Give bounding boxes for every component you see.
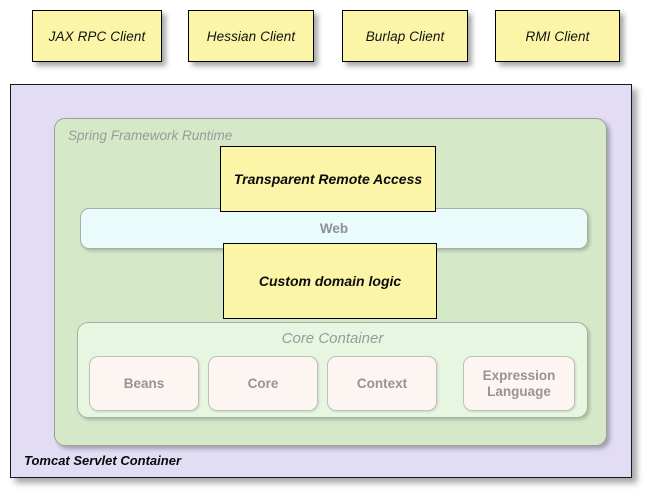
- client-box-burlap[interactable]: Burlap Client: [342, 10, 468, 62]
- transparent-remote-access-box[interactable]: Transparent Remote Access: [220, 146, 436, 212]
- client-box-jax-rpc[interactable]: JAX RPC Client: [32, 10, 162, 62]
- client-box-label: RMI Client: [525, 28, 590, 44]
- core-module-label: Core: [247, 375, 279, 391]
- client-box-rmi[interactable]: RMI Client: [495, 10, 620, 62]
- core-module-core[interactable]: Core: [208, 356, 318, 411]
- core-container-label: Core Container: [281, 330, 384, 347]
- client-box-label: Burlap Client: [365, 28, 445, 44]
- core-container: Core Container Beans Core Context Expres…: [77, 322, 588, 418]
- core-module-beans[interactable]: Beans: [89, 356, 199, 411]
- core-module-expression-language[interactable]: Expression Language: [463, 356, 575, 411]
- custom-domain-logic-box[interactable]: Custom domain logic: [223, 243, 437, 319]
- tomcat-servlet-container-label: Tomcat Servlet Container: [24, 453, 182, 468]
- client-box-label: Hessian Client: [206, 28, 296, 44]
- core-module-label: Context: [356, 375, 408, 391]
- web-layer-label: Web: [319, 221, 349, 236]
- transparent-remote-access-label: Transparent Remote Access: [233, 171, 423, 187]
- core-module-label: Expression Language: [482, 367, 556, 399]
- core-module-context[interactable]: Context: [327, 356, 437, 411]
- core-module-label: Beans: [123, 375, 165, 391]
- client-box-hessian[interactable]: Hessian Client: [188, 10, 314, 62]
- spring-framework-runtime-label: Spring Framework Runtime: [68, 128, 233, 143]
- client-box-label: JAX RPC Client: [48, 28, 146, 44]
- custom-domain-logic-label: Custom domain logic: [258, 273, 402, 289]
